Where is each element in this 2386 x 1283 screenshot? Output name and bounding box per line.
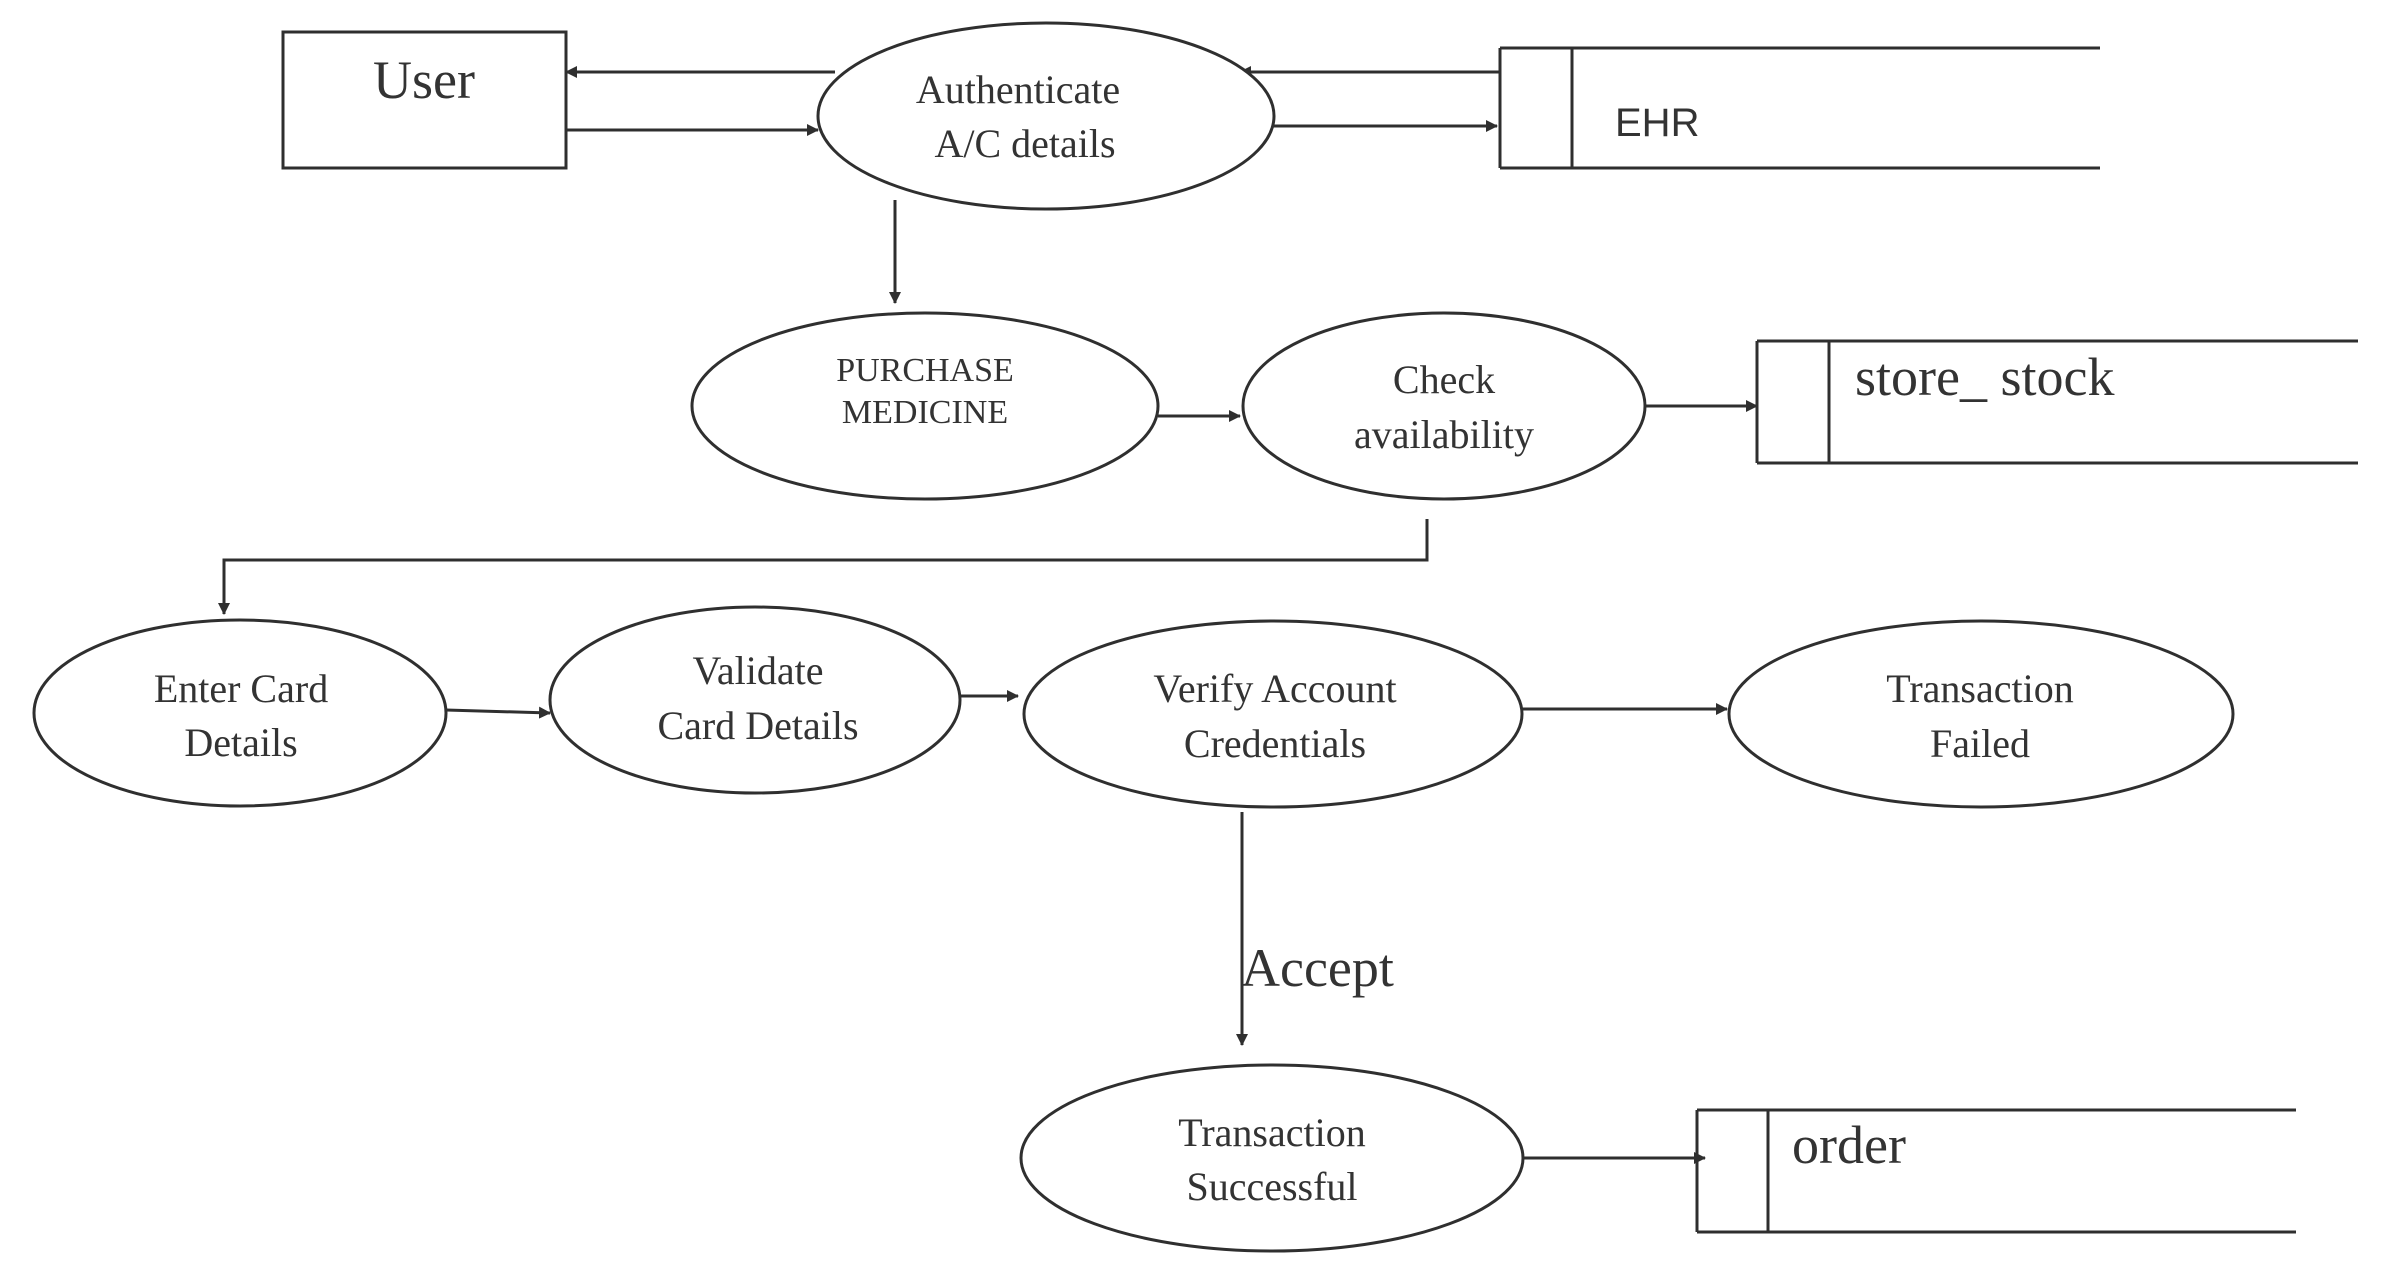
check-availability-line-1: Check bbox=[1393, 357, 1495, 402]
transaction-successful-process: Transaction Successful bbox=[1019, 1063, 1525, 1253]
edge-enter-card-to-validate bbox=[445, 706, 551, 719]
transaction-failed-line-1: Transaction bbox=[1886, 666, 2073, 711]
validate-card-details-line-2: Card Details bbox=[657, 703, 858, 748]
transaction-successful-line-2: Successful bbox=[1186, 1164, 1357, 1209]
enter-card-details-line-2: Details bbox=[184, 720, 297, 765]
authenticate-line-1: Authenticate bbox=[916, 67, 1120, 112]
ehr-label: EHR bbox=[1615, 101, 1699, 145]
edge-check-to-enter-card bbox=[218, 519, 1429, 615]
user-label: User bbox=[373, 50, 475, 110]
store-stock-label: store_ stock bbox=[1855, 347, 2114, 407]
order-data-store: order bbox=[1695, 1108, 2296, 1234]
accept-edge-label: Accept bbox=[1241, 938, 1394, 998]
authenticate-process: Authenticate A/C details bbox=[816, 21, 1276, 211]
purchase-medicine-line-1: PURCHASE bbox=[836, 352, 1014, 389]
purchase-medicine-line-2: MEDICINE bbox=[842, 394, 1008, 431]
validate-card-details-process: Validate Card Details bbox=[548, 605, 962, 795]
verify-account-credentials-line-1: Verify Account bbox=[1153, 666, 1396, 711]
user-entity: User bbox=[281, 30, 568, 170]
edges bbox=[218, 66, 1758, 1164]
order-label: order bbox=[1792, 1115, 1906, 1175]
check-availability-process: Check availability bbox=[1241, 311, 1647, 501]
check-availability-line-2: availability bbox=[1354, 412, 1534, 457]
enter-card-details-line-1: Enter Card bbox=[154, 666, 328, 711]
ehr-data-store: EHR bbox=[1498, 46, 2100, 170]
transaction-successful-line-1: Transaction bbox=[1178, 1110, 1365, 1155]
validate-card-details-line-1: Validate bbox=[692, 648, 823, 693]
verify-account-credentials-process: Verify Account Credentials bbox=[1022, 619, 1524, 809]
transaction-failed-process: Transaction Failed bbox=[1727, 619, 2235, 809]
purchase-medicine-process: PURCHASE MEDICINE bbox=[690, 311, 1160, 501]
enter-card-details-process: Enter Card Details bbox=[32, 618, 448, 808]
authenticate-line-2: A/C details bbox=[934, 121, 1115, 166]
transaction-failed-line-2: Failed bbox=[1930, 721, 2030, 766]
verify-account-credentials-line-2: Credentials bbox=[1184, 721, 1366, 766]
store-stock-data-store: store_ stock bbox=[1755, 339, 2358, 465]
